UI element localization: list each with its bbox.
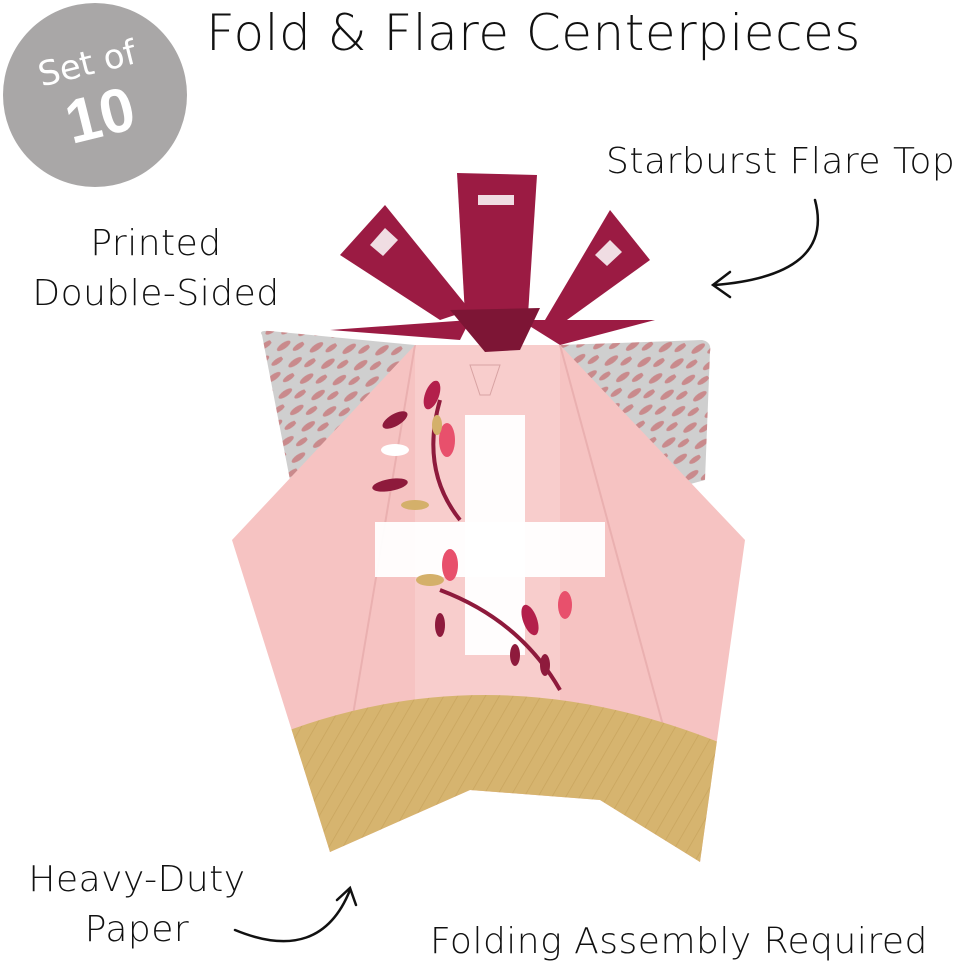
starburst-arrow bbox=[713, 198, 820, 287]
callout-heavy-line2: Paper bbox=[84, 909, 190, 950]
callout-printed: Printed Double-Sided bbox=[18, 219, 294, 319]
callout-heavy-line1: Heavy-Duty bbox=[28, 859, 246, 900]
set-of-10-badge: Set of 10 bbox=[3, 3, 187, 187]
callout-printed-line2: Double-Sided bbox=[32, 273, 280, 314]
callout-printed-line1: Printed bbox=[90, 223, 222, 264]
page-title: Fold & Flare Centerpieces bbox=[206, 4, 861, 62]
paper-arrow bbox=[233, 888, 352, 943]
callout-starburst: Starburst Flare Top bbox=[606, 141, 956, 182]
starburst-bow bbox=[330, 173, 655, 352]
callout-heavy-duty: Heavy-Duty Paper bbox=[14, 855, 260, 955]
callout-folding: Folding Assembly Required bbox=[430, 921, 928, 962]
